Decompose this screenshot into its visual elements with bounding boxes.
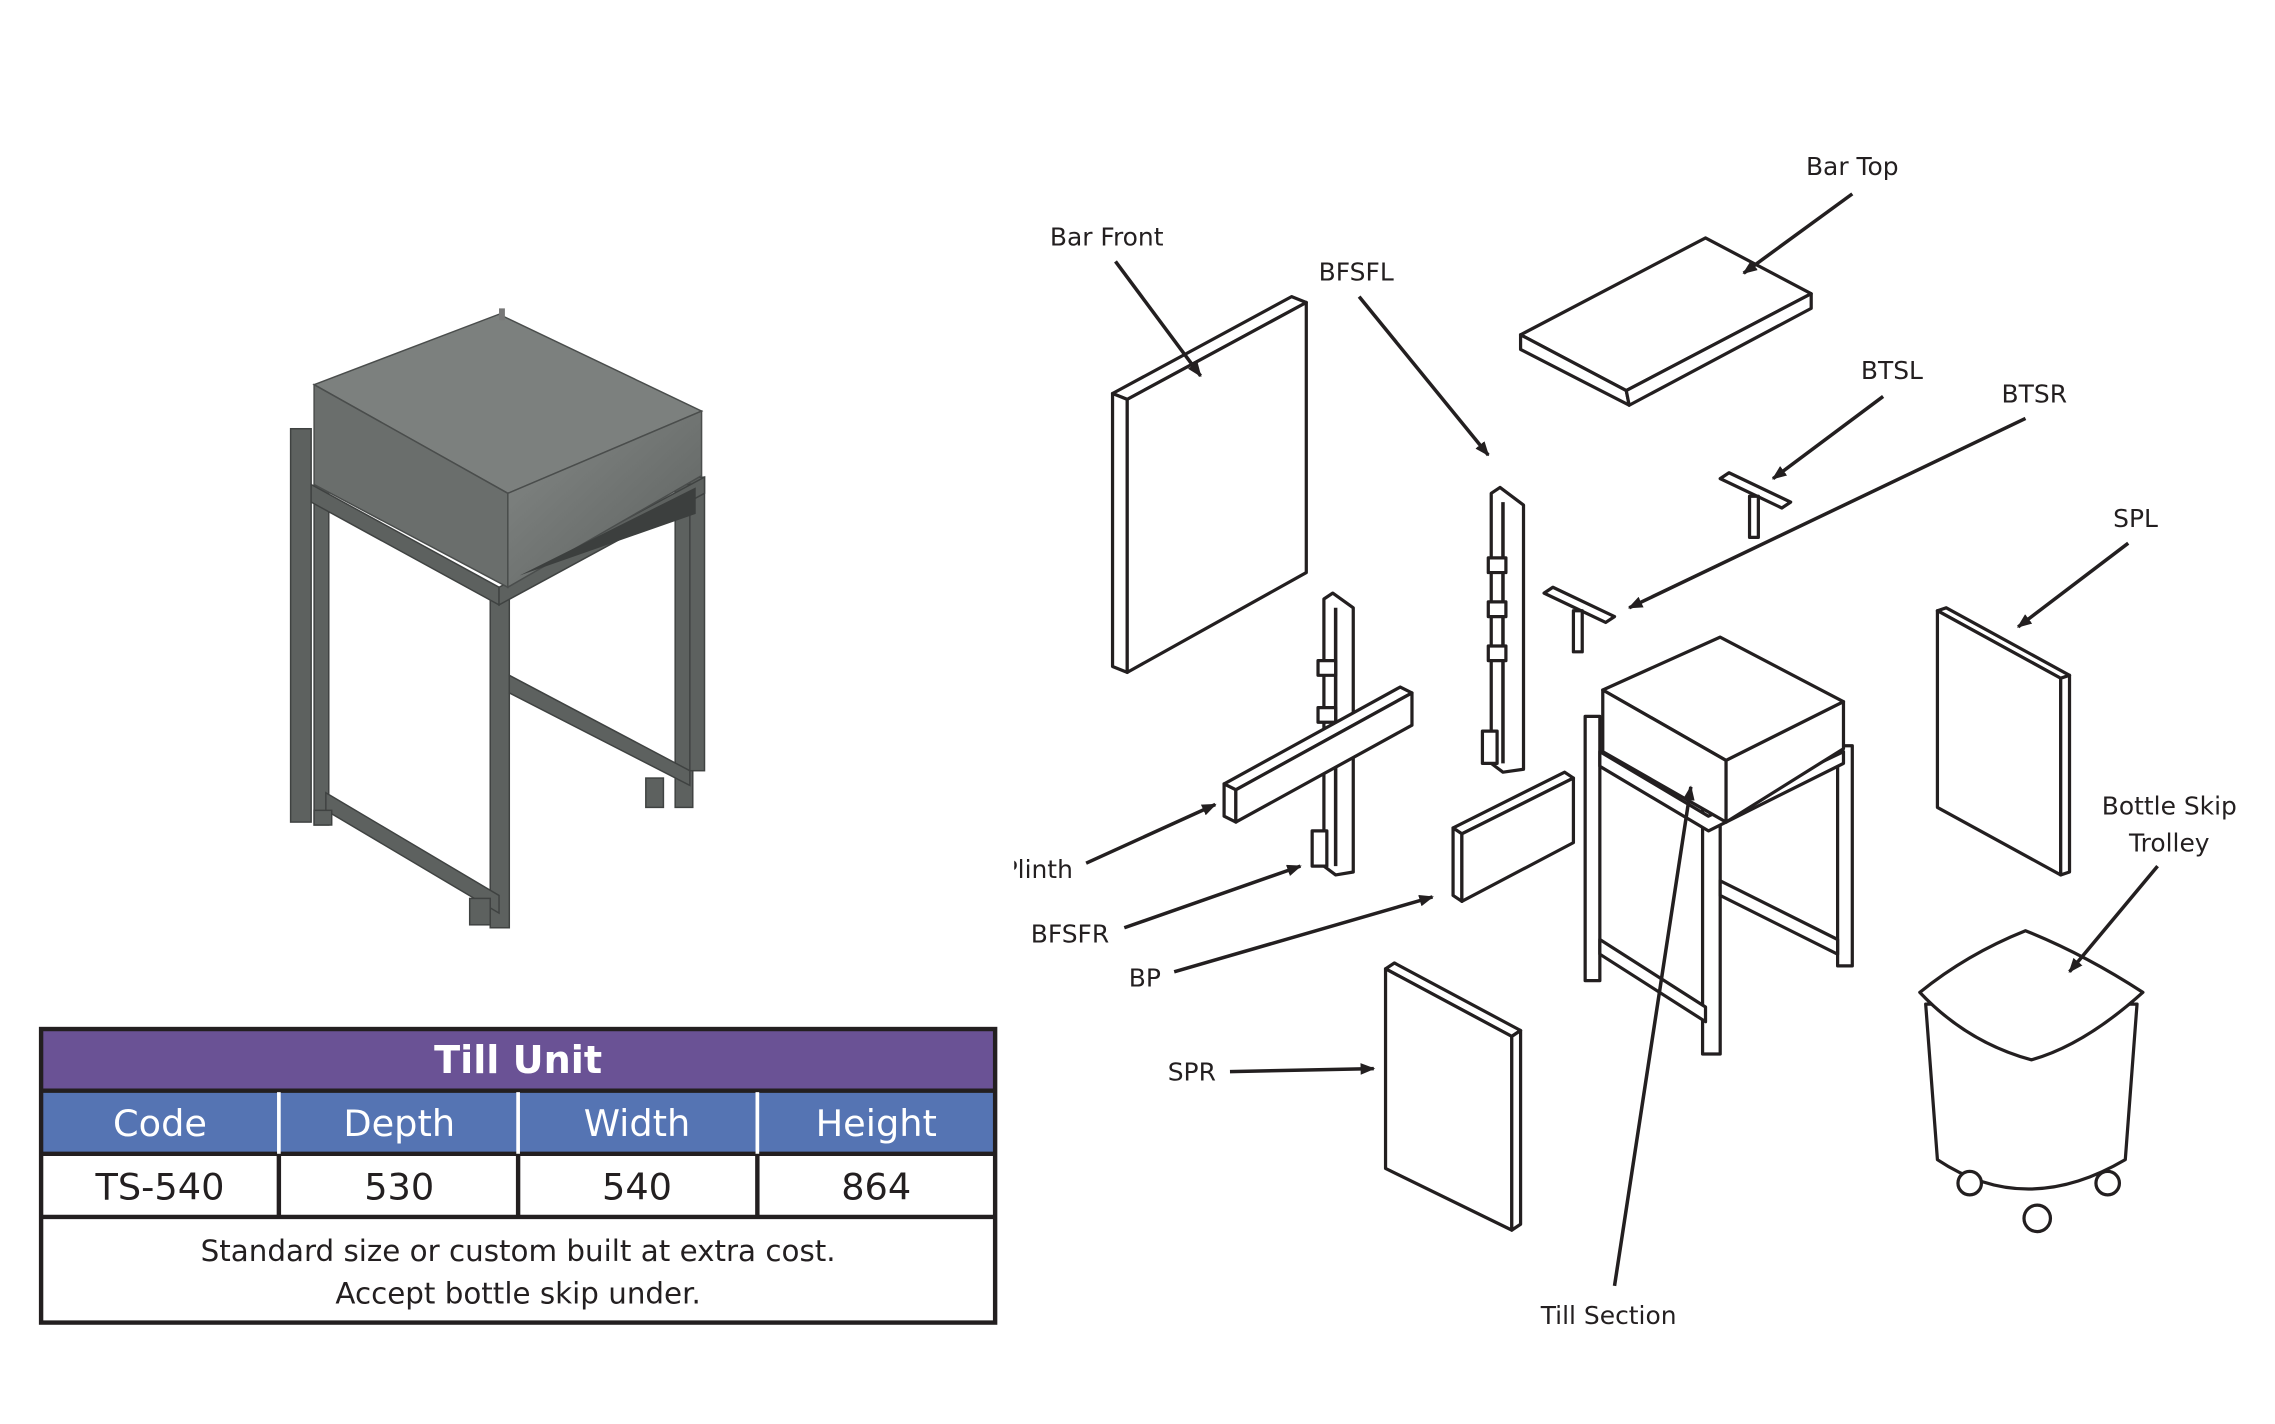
label-btsr: BTSR	[2002, 379, 2068, 408]
label-bar-front: Bar Front	[1050, 222, 1164, 251]
part-bar-front	[1110, 295, 1308, 674]
part-plinth	[1222, 685, 1414, 824]
till-unit-render	[289, 308, 706, 929]
header-depth: Depth	[343, 1102, 455, 1145]
note-line-2: Accept bottle skip under.	[335, 1277, 700, 1311]
part-spr	[1383, 961, 1523, 1232]
leader-arrows	[1085, 192, 2159, 1287]
label-spl: SPL	[2113, 504, 2158, 533]
note-line-1: Standard size or custom built at extra c…	[201, 1234, 836, 1268]
exploded-view	[1110, 236, 2145, 1234]
cell-width: 540	[602, 1165, 672, 1208]
label-bfsfl: BFSFL	[1319, 257, 1394, 286]
part-btsl	[1718, 471, 1793, 539]
label-bfsfr: BFSFR	[1031, 919, 1110, 948]
header-code: Code	[113, 1102, 207, 1145]
cell-height: 864	[841, 1165, 911, 1208]
label-trolley: Trolley	[2128, 828, 2210, 857]
label-plinth: Plinth	[1003, 855, 1073, 884]
part-bottle-skip-trolley	[1918, 929, 2145, 1234]
part-bfsfl	[1480, 485, 1526, 774]
label-till-section: Till Section	[1540, 1301, 1677, 1330]
label-btsl: BTSL	[1861, 356, 1923, 385]
table-title: Till Unit	[434, 1038, 602, 1082]
header-width: Width	[584, 1102, 691, 1145]
label-bar-top: Bar Top	[1806, 152, 1899, 181]
header-height: Height	[816, 1102, 937, 1145]
spec-table: Till Unit Code Depth Width Height TS-540…	[38, 1026, 998, 1325]
part-spl	[1935, 606, 2072, 877]
label-spr: SPR	[1168, 1057, 1216, 1086]
part-bp	[1451, 770, 1576, 903]
part-bar-top	[1518, 236, 1813, 407]
table-title-bar	[41, 1029, 996, 1091]
cell-depth: 530	[364, 1165, 434, 1208]
label-bottle-skip: Bottle Skip	[2102, 792, 2237, 821]
part-till-section	[1583, 635, 1854, 1056]
cell-code: TS-540	[94, 1165, 224, 1208]
part-btsr	[1542, 585, 1617, 654]
label-bp: BP	[1129, 963, 1161, 992]
